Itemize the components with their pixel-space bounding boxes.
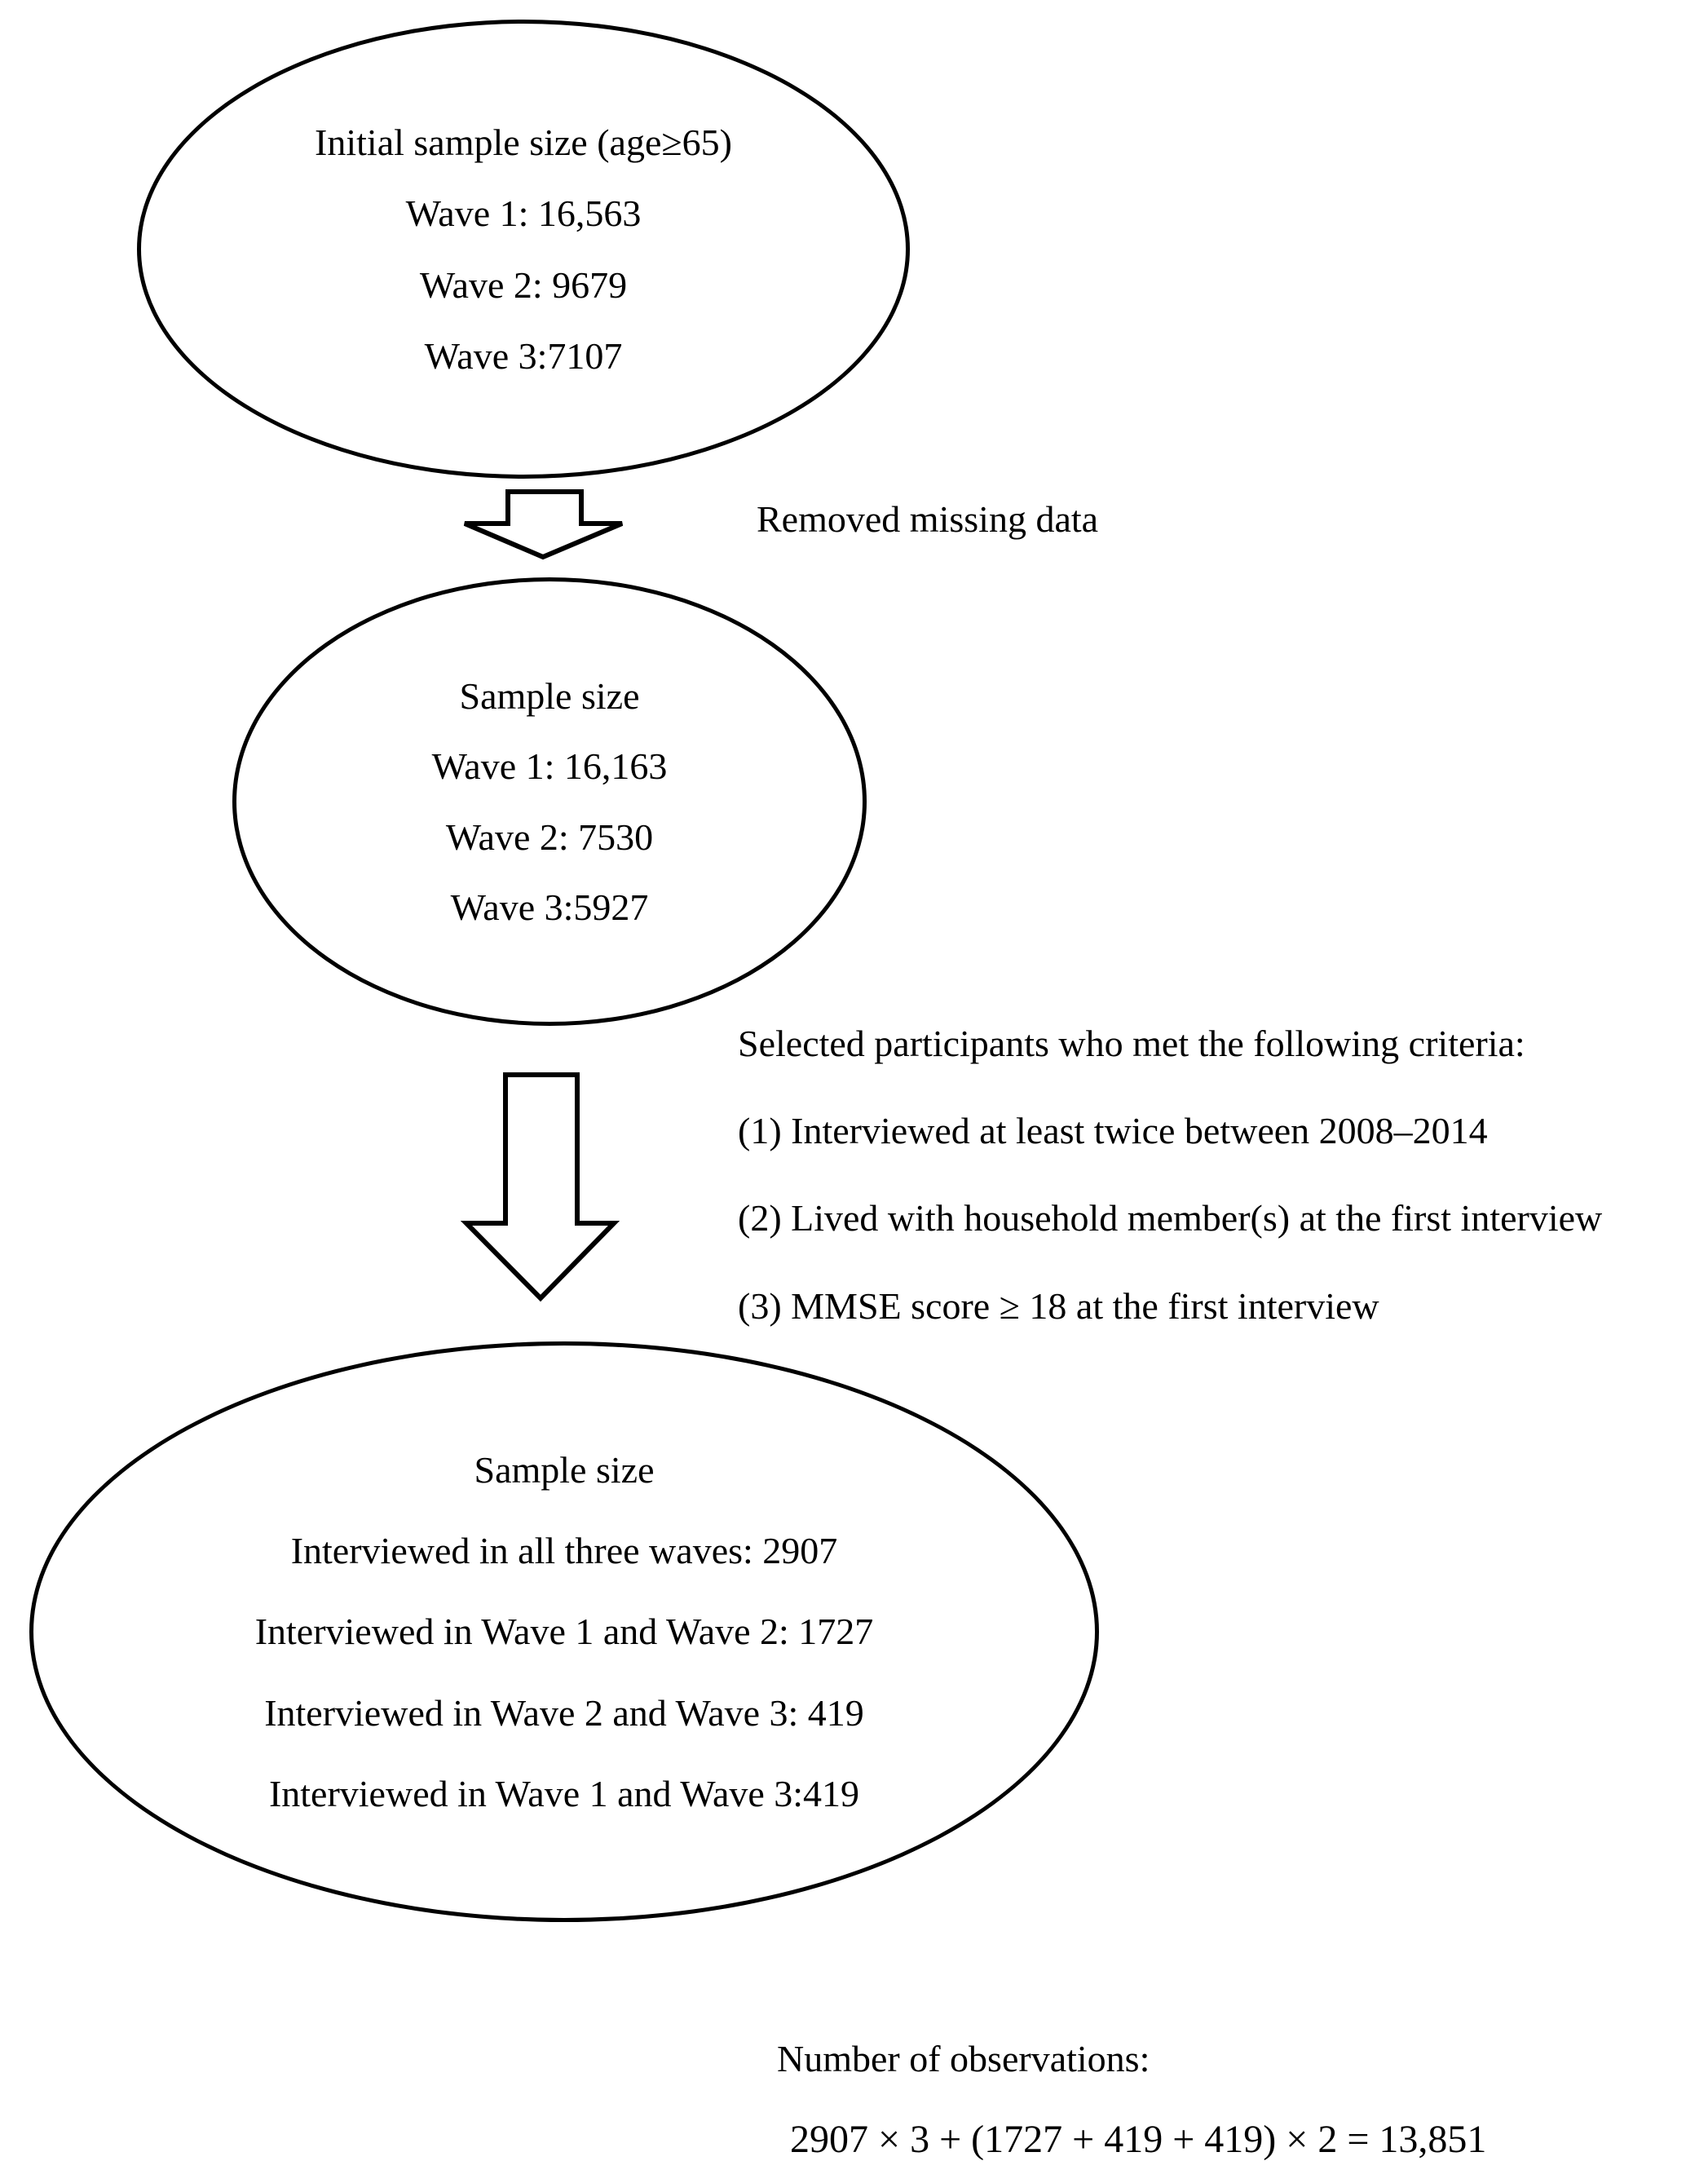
node-text-line: Wave 3:5927 xyxy=(450,886,649,928)
node-final-sample-size: Sample size Interviewed in all three wav… xyxy=(29,1341,1099,1922)
node-text-line: Wave 1: 16,163 xyxy=(431,745,668,788)
node-text-line: Wave 1: 16,563 xyxy=(405,192,642,235)
node-text-line: Wave 3:7107 xyxy=(424,334,623,377)
criteria-annotation: Selected participants who met the follow… xyxy=(738,1021,1602,1328)
node-text-line: Interviewed in Wave 1 and Wave 2: 1727 xyxy=(254,1611,874,1653)
node-text-line: Interviewed in all three waves: 2907 xyxy=(290,1530,838,1572)
node-title: Sample size xyxy=(459,675,640,718)
down-arrow-icon xyxy=(463,489,624,560)
criteria-item-1: (1) Interviewed at least twice between 2… xyxy=(738,1110,1488,1152)
node-text-line: Wave 2: 7530 xyxy=(445,815,654,858)
down-arrow-icon xyxy=(460,1072,620,1302)
node-text-line: Interviewed in Wave 2 and Wave 3: 419 xyxy=(264,1691,864,1734)
node-title: Sample size xyxy=(474,1449,655,1491)
node-initial-sample-size: Initial sample size (age≥65) Wave 1: 16,… xyxy=(137,20,910,479)
node-title: Initial sample size (age≥65) xyxy=(315,122,732,164)
criteria-item-2: (2) Lived with household member(s) at th… xyxy=(738,1197,1603,1240)
observations-label: Number of observations: xyxy=(777,2038,1150,2079)
arrow-label-removed-missing-data: Removed missing data xyxy=(757,498,1099,540)
node-text-line: Wave 2: 9679 xyxy=(419,263,628,306)
node-text-line: Interviewed in Wave 1 and Wave 3:419 xyxy=(268,1772,860,1814)
criteria-item-3: (3) MMSE score ≥ 18 at the first intervi… xyxy=(738,1284,1379,1327)
criteria-heading: Selected participants who met the follow… xyxy=(738,1023,1525,1064)
node-sample-size-after-missing: Sample size Wave 1: 16,163 Wave 2: 7530 … xyxy=(232,577,867,1026)
observations-formula: 2907 × 3 + (1727 + 419 + 419) × 2 = 13,8… xyxy=(790,2118,1487,2161)
